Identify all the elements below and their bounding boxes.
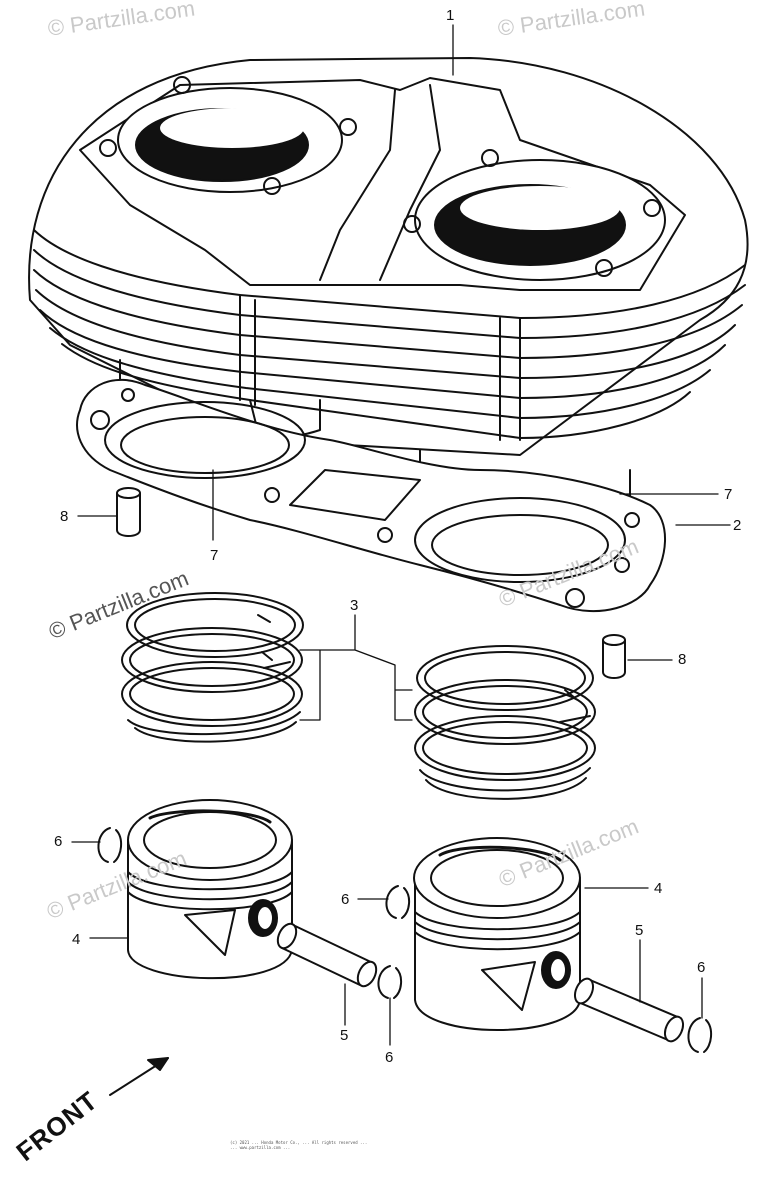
- cylinder-bore-right: [414, 159, 666, 281]
- callout-6: 6: [385, 1049, 394, 1066]
- circlip-1: [97, 827, 122, 863]
- callout-8: 8: [60, 508, 69, 525]
- footnote-line-2: ... www.partzilla.com ...: [230, 1145, 291, 1150]
- callout-6: 6: [697, 959, 706, 976]
- leader-lines: [71, 24, 731, 1046]
- callout-7: 7: [724, 486, 733, 503]
- callout-8: 8: [678, 651, 687, 668]
- callout-5: 5: [340, 1027, 349, 1044]
- dowel-pin-right: [602, 634, 626, 679]
- callout-4: 4: [72, 931, 81, 948]
- piston-ring-set-right: [414, 645, 596, 800]
- dowel-pin-left: [116, 487, 141, 537]
- cylinder-bore-left: [117, 87, 343, 193]
- callout-6: 6: [54, 833, 63, 850]
- copyright-footnote: (c) 2021 ... Honda Motor Co., ... All ri…: [230, 1140, 560, 1150]
- stud-holes: [99, 76, 661, 277]
- callout-3: 3: [350, 597, 359, 614]
- callout-7: 7: [210, 547, 219, 564]
- circlip-2: [385, 885, 410, 919]
- front-arrow-icon: [109, 1057, 169, 1096]
- cylinder-block: [28, 57, 749, 537]
- callout-6: 6: [341, 891, 350, 908]
- circlip-3: [377, 965, 402, 999]
- callout-2: 2: [733, 517, 742, 534]
- piston-ring-set-left: [121, 592, 304, 743]
- callout-4: 4: [654, 880, 663, 897]
- footnote-line-1: (c) 2021 ... Honda Motor Co., ... All ri…: [230, 1140, 368, 1145]
- circlip-4: [687, 1017, 712, 1053]
- piston-right: [413, 837, 581, 1031]
- callout-1: 1: [446, 7, 455, 24]
- piston-pin-right: [573, 977, 685, 1043]
- callout-5: 5: [635, 922, 644, 939]
- piston-pin-left: [276, 922, 378, 988]
- piston-left: [127, 799, 293, 980]
- base-gasket: [76, 378, 666, 613]
